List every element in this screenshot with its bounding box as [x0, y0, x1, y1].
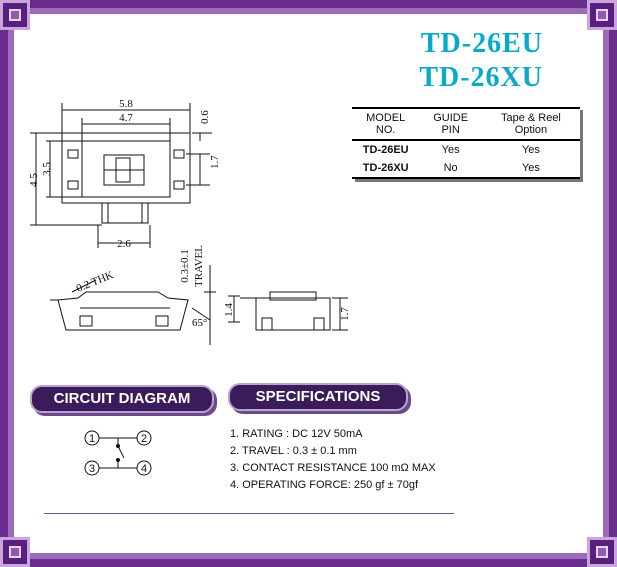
corner-ornament-bl	[0, 537, 30, 567]
circuit-diagram-heading: CIRCUIT DIAGRAM	[30, 385, 214, 413]
header-guide-pin: GUIDE PIN	[433, 112, 469, 136]
dim-h-overall: 4.5	[28, 173, 40, 187]
dim-w-overall: 5.8	[119, 98, 133, 110]
spec-item: 1. RATING : DC 12V 50mA	[230, 428, 363, 440]
circuit-diagram: 1 2 3 4	[84, 430, 152, 476]
cell-model: TD-26EU	[362, 144, 409, 156]
header-tape-reel: Tape & Reel Option	[500, 112, 561, 136]
spec-item: 3. CONTACT RESISTANCE 100 mΩ MAX	[230, 462, 436, 474]
dim-angle: 65°	[192, 317, 207, 329]
page-frame-inner	[8, 8, 609, 559]
pin-label: 2	[141, 433, 147, 445]
model-table: MODEL NO. GUIDE PIN Tape & Reel Option T…	[352, 107, 580, 179]
dim-top-gap: 0.6	[199, 110, 211, 124]
spec-item: 4. OPERATING FORCE: 250 gf ± 70gf	[230, 479, 419, 491]
dim-travel-value: 0.3±0.1	[179, 249, 191, 283]
cell-guide-pin: Yes	[441, 144, 460, 156]
title-line-2: TD-26XU	[419, 62, 543, 93]
title-line-1: TD-26EU	[420, 28, 543, 59]
cell-guide-pin: No	[443, 162, 458, 174]
dim-side-pitch: 1.7	[339, 307, 351, 321]
corner-ornament-br	[587, 537, 617, 567]
dim-h-inner: 3.5	[41, 162, 53, 176]
model-table-header-row: MODEL NO. GUIDE PIN Tape & Reel Option	[352, 108, 580, 140]
header-model: MODEL NO.	[366, 112, 406, 136]
dim-pin-pitch: 1.7	[209, 155, 221, 169]
corner-ornament-tl	[0, 0, 30, 30]
divider	[44, 513, 454, 514]
cell-model: TD-26XU	[362, 162, 409, 174]
cell-tape-reel: Yes	[521, 162, 540, 174]
side-view-right	[255, 297, 331, 331]
pin-label: 4	[141, 463, 147, 475]
corner-ornament-tr	[587, 0, 617, 30]
dim-w-inner: 4.7	[119, 112, 133, 124]
specifications-heading: SPECIFICATIONS	[228, 383, 408, 411]
table-row: TD-26EU Yes Yes	[352, 140, 580, 159]
top-view-body	[61, 132, 191, 204]
dim-thickness: 0.2 THK	[75, 269, 116, 295]
spec-item: 2. TRAVEL : 0.3 ± 0.1 mm	[230, 445, 357, 457]
dim-side-height: 1.4	[223, 303, 235, 317]
pin-label: 3	[89, 463, 95, 475]
dim-w-stem: 2.6	[117, 238, 131, 250]
specifications-list: 1. RATING : DC 12V 50mA 2. TRAVEL : 0.3 …	[230, 426, 436, 494]
table-row: TD-26XU No Yes	[352, 159, 580, 178]
cell-tape-reel: Yes	[521, 144, 540, 156]
dim-travel-word: TRAVEL	[193, 245, 205, 287]
pin-label: 1	[89, 433, 95, 445]
side-view-left	[57, 291, 189, 331]
